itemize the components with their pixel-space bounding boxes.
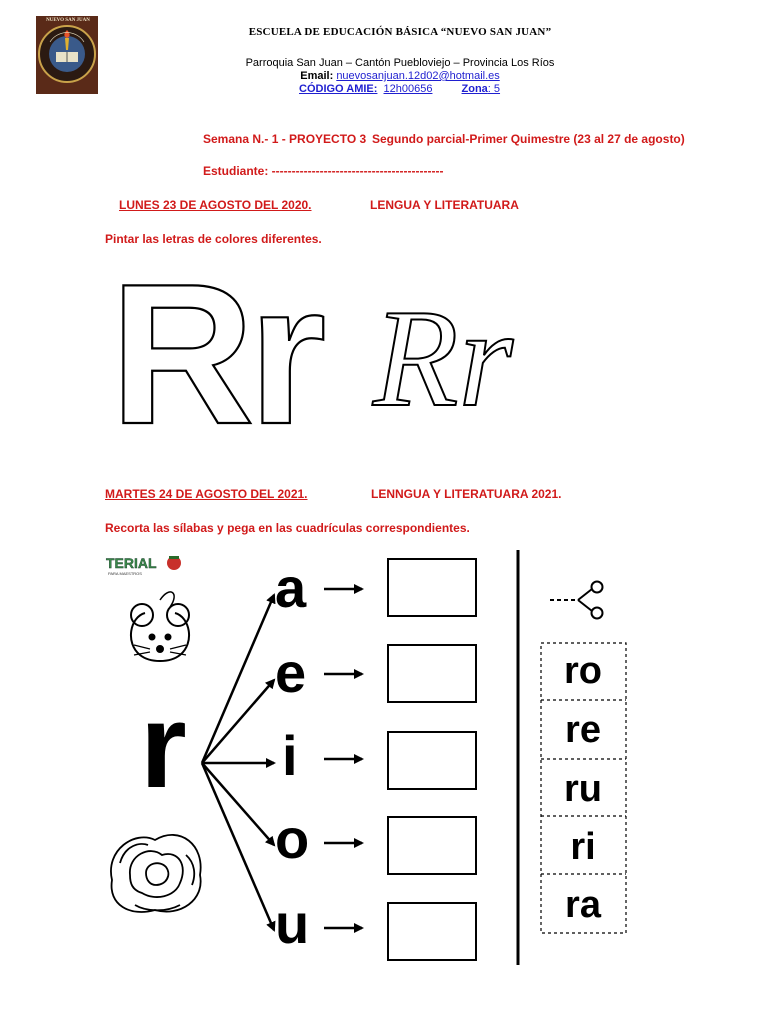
syllable-activity: r a e i o u [110,550,627,965]
vowel-i: i [282,724,298,787]
terial-badge: TERIAL PARA MAESTROS [104,555,181,576]
badge-text: TERIAL [106,555,157,571]
zona-value: : 5 [487,83,501,95]
vowel-o: o [275,807,309,870]
consonant-letter: r [140,679,187,813]
syllable-ro[interactable]: ro [564,650,602,692]
letter-coloring-area: Rr Rr [109,255,649,445]
vowel-e: e [275,641,306,704]
period-label: Segundo parcial-Primer Quimestre (23 al … [372,132,685,146]
syllable-ra[interactable]: ra [565,884,602,926]
syllable-re[interactable]: re [565,709,601,751]
logo-lettering: NUEVO SAN JUAN [46,18,90,23]
email-link[interactable]: nuevosanjuan.12d02@hotmail.es [336,70,500,82]
zona-label: Zona [461,83,488,95]
student-field: Estudiante: ----------------------------… [203,164,444,178]
tuesday-subject: LENNGUA Y LITERATUARA 2021. [371,487,562,501]
syllable-cutouts: ro re ru ri ra [540,642,627,934]
paste-box-u[interactable] [387,902,477,961]
week-label: Semana N.- 1 - PROYECTO 3 [203,132,367,146]
monday-date: LUNES 23 DE AGOSTO DEL 2020. [119,198,312,212]
school-logo [36,16,98,94]
amie-label: CÓDIGO AMIE: [299,83,378,95]
school-name: ESCUELA DE EDUCACIÓN BÁSICA “NUEVO SAN J… [248,26,552,38]
monday-subject: LENGUA Y LITERATUARA [370,198,519,212]
cursive-letters: Rr [372,281,514,436]
box-arrows [324,584,364,933]
monday-instruction: Pintar las letras de colores diferentes. [105,232,322,246]
school-location: Parroquia San Juan – Cantón Puebloviejo … [245,57,555,69]
paste-box-e[interactable] [387,644,477,703]
syllable-ru[interactable]: ru [564,768,602,810]
vowel-u: u [275,892,309,955]
syllable-ri[interactable]: ri [570,826,595,868]
branch-arrows [200,593,276,932]
amie-value: 12h00656 [383,83,433,95]
paste-box-i[interactable] [387,731,477,790]
amie-line: CÓDIGO AMIE: 12h00656 Zona: 5 [299,83,500,95]
paste-box-a[interactable] [387,558,477,617]
tuesday-instruction: Recorta las sílabas y pega en las cuadrí… [105,521,470,535]
vowel-column: a e i o u [275,556,309,955]
paste-boxes [387,558,477,961]
tuesday-date: MARTES 24 DE AGOSTO DEL 2021. [105,487,308,501]
email-line: Email: nuevosanjuan.12d02@hotmail.es [150,70,650,82]
rose-icon [110,834,202,913]
print-letters: Rr [110,255,323,445]
badge-subtext: PARA MAESTROS [108,571,142,576]
paste-box-o[interactable] [387,816,477,875]
email-label: Email: [300,70,334,82]
mouse-icon [130,591,190,662]
scissors-icon [550,580,604,620]
vowel-a: a [275,556,307,619]
